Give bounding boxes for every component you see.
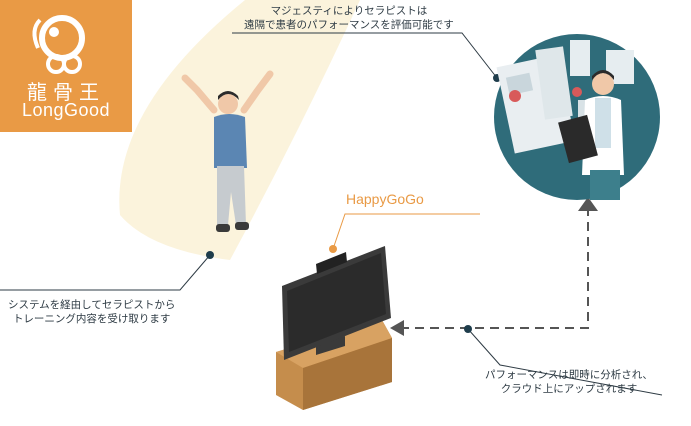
callout-therapist: マジェスティによりセラピストは 遠隔で患者のパフォーマンスを評価可能です xyxy=(244,4,454,32)
happygogo-label: HappyGoGo xyxy=(346,191,424,207)
dashed-arrow-path xyxy=(400,207,589,329)
callout-therapist-line-1: マジェスティによりセラピストは xyxy=(270,5,428,17)
callout-upload: パフォーマンスは即時に分析され、 クラウド上にアップされます xyxy=(485,368,653,396)
therapist-illustration xyxy=(494,34,660,200)
dragon-emblem-icon xyxy=(32,15,85,74)
callout-upload-line-2: クラウド上にアップされます xyxy=(500,383,638,395)
arrow-head-left xyxy=(390,320,404,336)
arrow-head-up xyxy=(578,197,598,211)
longgood-logo: 龍骨王 LongGood xyxy=(0,0,132,132)
tv-set-illustration xyxy=(276,246,392,410)
logo-english-text: LongGood xyxy=(21,100,111,120)
callout-lines xyxy=(0,32,663,396)
callout-system-line-2: トレーニング内容を受け取ります xyxy=(12,313,171,325)
callout-therapist-line-2: 遠隔で患者のパフォーマンスを評価可能です xyxy=(244,19,454,31)
callout-dot-upload xyxy=(464,325,472,333)
callout-system-line-1: システムを経由してセラピストから xyxy=(8,299,176,311)
callout-dot-happygogo xyxy=(329,245,337,253)
logo-chinese-text: 龍骨王 xyxy=(27,80,105,104)
data-flow-arrows xyxy=(400,207,589,329)
callout-upload-line-1: パフォーマンスは即時に分析され、 xyxy=(485,369,653,381)
patient-illustration xyxy=(181,70,274,232)
callout-system: システムを経由してセラピストから トレーニング内容を受け取ります xyxy=(8,298,175,326)
callout-dot-system xyxy=(206,251,214,259)
